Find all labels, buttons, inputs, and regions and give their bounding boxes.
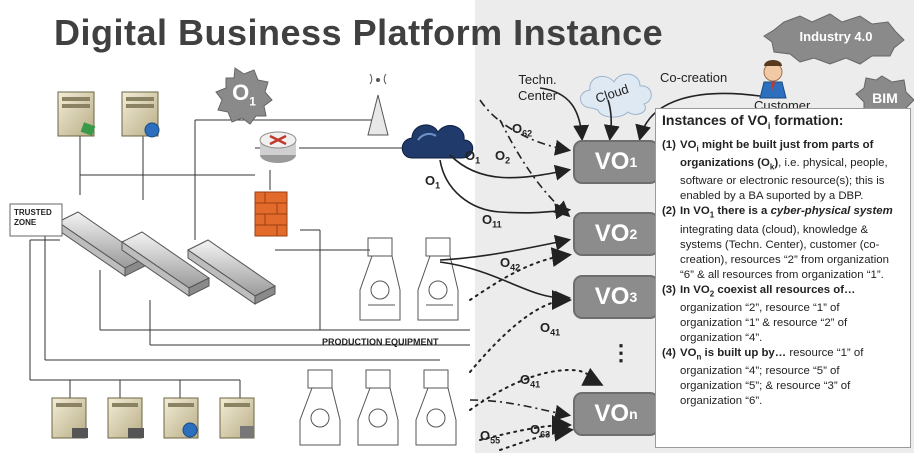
co-creation-label: Co-creation bbox=[660, 70, 728, 85]
techn-center-line1: Techn. bbox=[518, 72, 557, 87]
server-bottom-4 bbox=[219, 397, 255, 439]
router-icon bbox=[259, 131, 297, 163]
vo-n-sub: n bbox=[629, 406, 638, 422]
production-equipment-label: PRODUCTION EQUIPMENT bbox=[322, 337, 439, 347]
server-top-right bbox=[121, 91, 160, 138]
switch-3 bbox=[187, 239, 276, 305]
switch-2 bbox=[121, 231, 210, 297]
industry-badge-label: Industry 4.0 bbox=[799, 29, 873, 44]
panel-title: Instances of VOi formation: bbox=[662, 112, 844, 131]
techn-center-label: Techn. Center bbox=[518, 72, 557, 104]
panel-item-2: (2) In VO1 there is a cyber-physical sys… bbox=[662, 205, 893, 281]
trusted-zone-line1: TRUSTED bbox=[14, 208, 52, 217]
arrow-label-o2: O2 bbox=[495, 148, 511, 166]
machine-4 bbox=[357, 369, 399, 446]
server-bottom-3 bbox=[163, 397, 199, 439]
machine-2 bbox=[417, 237, 459, 321]
arrow-label-o41-b: O41 bbox=[520, 372, 541, 390]
vo-2-sub: 2 bbox=[629, 226, 638, 242]
vo-1-sub: 1 bbox=[629, 154, 638, 170]
bim-badge-label: BIM bbox=[872, 90, 898, 106]
panel-item-3: (3) In VO2 coexist all resources of… org… bbox=[662, 283, 856, 344]
customer-figure-icon bbox=[759, 60, 787, 99]
trusted-zone-line2: ZONE bbox=[14, 218, 37, 227]
instances-panel: Instances of VOi formation: (1) VOi migh… bbox=[655, 108, 911, 448]
arrow-label-o62: O62 bbox=[512, 121, 533, 139]
arrow-label-o63: O63 bbox=[530, 422, 551, 440]
server-top-left bbox=[57, 91, 96, 137]
dotted-arrows bbox=[469, 247, 604, 451]
vo-n-main: VO bbox=[594, 400, 630, 427]
panel-item-4: (4) VOn is built up by… resource “1” of … bbox=[662, 346, 864, 408]
o1-badge-label: O1 bbox=[222, 80, 266, 108]
page-title: Digital Business Platform Instance bbox=[54, 12, 664, 53]
dashdot-arrows bbox=[469, 99, 572, 421]
trusted-zone-label: TRUSTED ZONE bbox=[14, 208, 52, 228]
panel-item-1: (1) VOi might be built just from parts o… bbox=[662, 138, 888, 203]
solid-arrows bbox=[439, 87, 761, 307]
firewall-icon bbox=[254, 191, 288, 237]
vo-ellipsis: ⋮ bbox=[610, 340, 632, 365]
network-links bbox=[29, 119, 470, 400]
o1-badge-sub: 1 bbox=[249, 94, 256, 109]
o1-badge-main: O bbox=[232, 80, 250, 105]
arrow-label-o1-b: O1 bbox=[425, 173, 441, 191]
cloud-shape bbox=[580, 73, 652, 118]
vo-3-sub: 3 bbox=[629, 289, 638, 305]
antenna-icon bbox=[367, 73, 389, 136]
machine-5 bbox=[415, 369, 457, 446]
arrow-label-o1-a: O1 bbox=[465, 148, 481, 166]
o1-badge-shape bbox=[215, 67, 273, 125]
arrow-label-o11: O11 bbox=[482, 212, 502, 230]
server-bottom-1 bbox=[51, 397, 88, 439]
arrow-label-o42: O42 bbox=[500, 255, 521, 273]
vo-2-main: VO bbox=[594, 220, 630, 247]
industry-badge-shape bbox=[763, 13, 905, 65]
production-machines bbox=[299, 237, 459, 446]
machine-1 bbox=[359, 237, 401, 321]
arrow-label-o55: O55 bbox=[480, 428, 501, 446]
arrow-label-o41-a: O41 bbox=[540, 320, 561, 338]
network-cloud-icon bbox=[401, 124, 474, 159]
machine-3 bbox=[299, 369, 341, 446]
vo-1-main: VO bbox=[594, 148, 630, 175]
server-bottom-2 bbox=[107, 397, 144, 439]
techn-center-line2: Center bbox=[518, 88, 558, 103]
vo-3-main: VO bbox=[594, 283, 630, 310]
trusted-zone-box bbox=[9, 203, 63, 237]
